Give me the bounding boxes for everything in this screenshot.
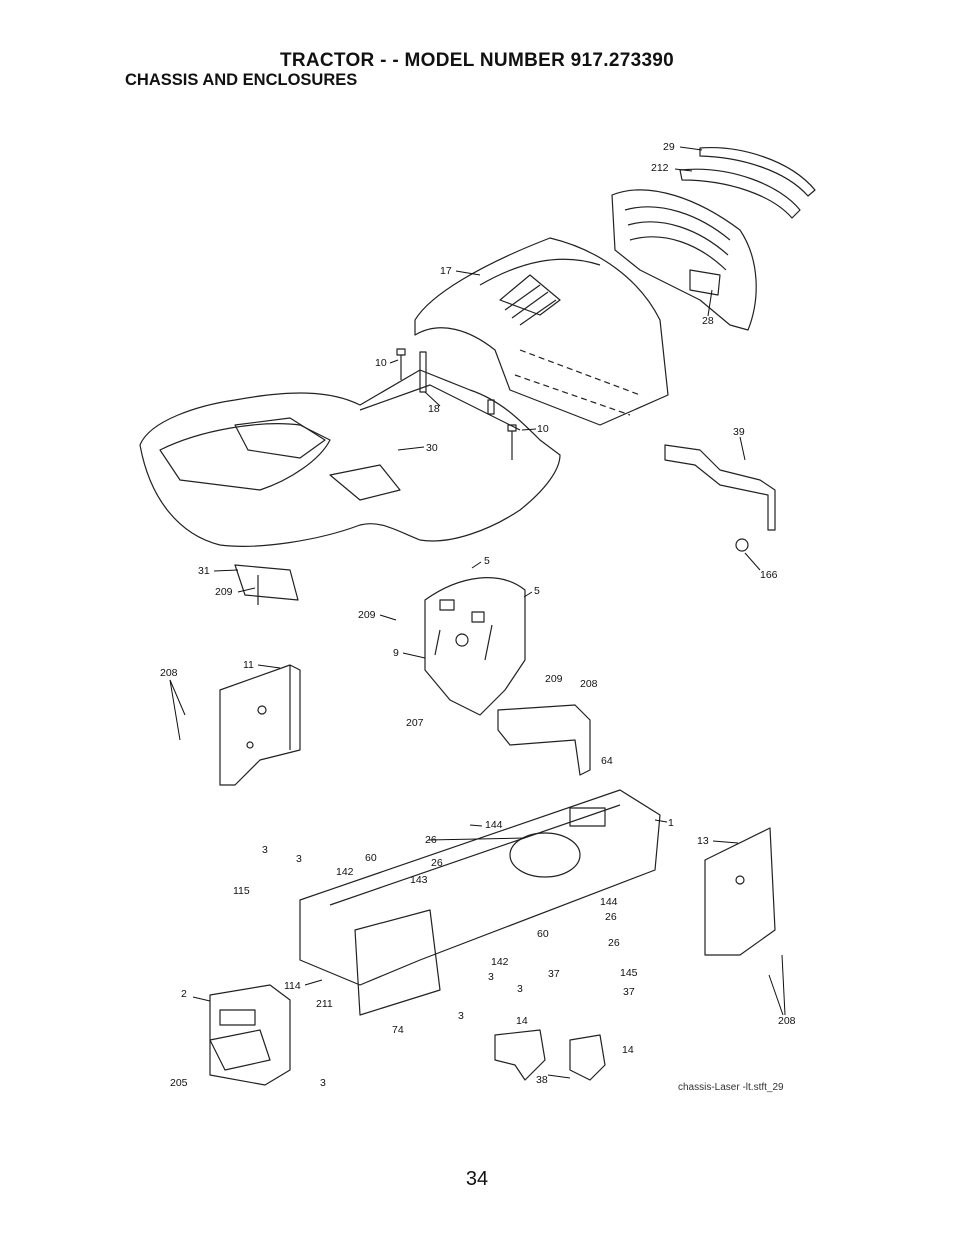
callout-60b: 60	[537, 928, 549, 940]
dash-support-part	[497, 704, 591, 776]
callout-207: 207	[406, 717, 424, 729]
callout-3f: 3	[320, 1077, 326, 1089]
callout-142b: 142	[491, 956, 509, 968]
callout-166: 166	[760, 569, 778, 581]
callout-208: 208	[160, 667, 178, 679]
section-title: CHASSIS AND ENCLOSURES	[125, 71, 358, 89]
front-bracket-part	[209, 984, 291, 1086]
grille-strip-part	[679, 147, 816, 219]
page-title: TRACTOR - - MODEL NUMBER 917.273390	[279, 50, 675, 71]
callout-211: 211	[316, 998, 333, 1010]
callout-74: 74	[392, 1024, 404, 1036]
callout-26d: 26	[608, 937, 620, 949]
callout-212: 212	[651, 162, 669, 174]
callout-144: 144	[485, 819, 503, 831]
callout-18: 18	[428, 403, 440, 415]
callout-26c: 26	[605, 911, 617, 923]
callout-31: 31	[198, 565, 210, 577]
callout-64: 64	[601, 755, 613, 767]
callout-3: 3	[262, 844, 268, 856]
callout-13: 13	[697, 835, 709, 847]
leader-lines	[169, 146, 786, 1079]
file-label: chassis-Laser -lt.stft_29	[678, 1082, 784, 1093]
dash-panel-part	[424, 577, 526, 716]
main-frame-part	[299, 789, 661, 1016]
callout-39: 39	[733, 426, 745, 438]
side-support-part	[219, 664, 301, 786]
right-side-plate-part	[704, 827, 776, 956]
page-number: 34	[465, 1168, 489, 1190]
callout-144b: 144	[600, 896, 618, 908]
callout-labels: 29 212 17 28 10 18 10 30 39 166 31 209 5…	[160, 141, 796, 1089]
callout-143: 143	[410, 874, 428, 886]
callout-114: 114	[284, 980, 301, 992]
callout-208c: 208	[778, 1015, 796, 1027]
callout-37b: 37	[623, 986, 635, 998]
callout-14: 14	[516, 1015, 528, 1027]
callout-30: 30	[426, 442, 438, 454]
callout-2: 2	[181, 988, 187, 1000]
callout-209b: 209	[358, 609, 376, 621]
callout-5b: 5	[534, 585, 540, 597]
callout-209: 209	[215, 586, 233, 598]
callout-14b: 14	[622, 1044, 634, 1056]
callout-3d: 3	[517, 983, 523, 995]
callout-1: 1	[668, 817, 674, 829]
callout-26b: 26	[431, 857, 443, 869]
callout-3e: 3	[458, 1010, 464, 1022]
callout-60: 60	[365, 852, 377, 864]
callout-145: 145	[620, 967, 638, 979]
callout-11: 11	[243, 659, 254, 671]
hitch-bracket-part	[494, 1029, 606, 1081]
fender-bracket-part	[234, 564, 299, 605]
callout-10: 10	[375, 357, 387, 369]
hood-part	[414, 237, 669, 426]
callout-37: 37	[548, 968, 560, 980]
grille-housing-part	[611, 189, 757, 331]
callout-38: 38	[536, 1074, 548, 1086]
fender-deck-part	[139, 369, 561, 547]
callout-3c: 3	[488, 971, 494, 983]
callout-205: 205	[170, 1077, 188, 1089]
callout-10b: 10	[537, 423, 549, 435]
callout-115: 115	[233, 885, 250, 897]
bolt-part	[396, 348, 517, 460]
bracket-part	[664, 444, 776, 552]
callout-17: 17	[440, 265, 452, 277]
callout-29: 29	[663, 141, 675, 153]
callout-28: 28	[702, 315, 714, 327]
callout-208b: 208	[580, 678, 598, 690]
callout-3b: 3	[296, 853, 302, 865]
callout-9: 9	[393, 647, 399, 659]
callout-209c: 209	[545, 673, 563, 685]
callout-142: 142	[336, 866, 354, 878]
callout-5: 5	[484, 555, 490, 567]
